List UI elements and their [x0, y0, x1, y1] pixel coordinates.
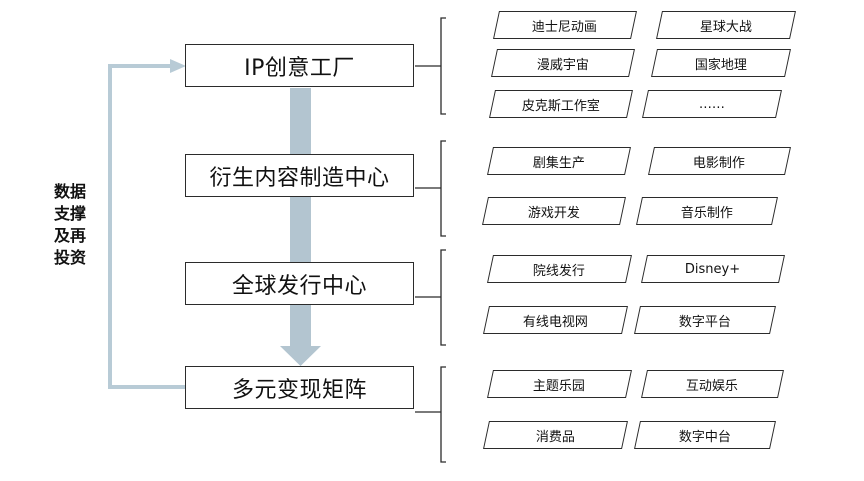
side-label: 数据 支撑 及再 投资 — [44, 181, 96, 269]
main-box-ip-factory: IP创意工厂 — [185, 44, 414, 87]
tag-item: 电影制作 — [648, 147, 791, 175]
tag-item: 迪士尼动画 — [493, 11, 637, 39]
tag-item: 有线电视网 — [483, 306, 628, 334]
tag-item: 皮克斯工作室 — [489, 90, 633, 118]
flow-arrow — [280, 88, 321, 366]
tag-item: Disney+ — [641, 255, 785, 283]
side-label-line: 及再 — [53, 226, 86, 245]
tag-item: 数字平台 — [634, 306, 776, 334]
side-label-line: 数据 — [53, 182, 86, 201]
tag-item: …… — [642, 90, 782, 118]
feedback-loop-line — [108, 64, 185, 389]
side-label-line: 支撑 — [53, 204, 86, 223]
tag-item: 主题乐园 — [487, 370, 632, 398]
tag-item: 游戏开发 — [482, 197, 626, 225]
tag-item: 漫威宇宙 — [491, 49, 635, 77]
side-label-line: 投资 — [53, 248, 86, 267]
bracket-distribution — [415, 249, 446, 346]
tag-item: 星球大战 — [656, 11, 796, 39]
tag-item: 国家地理 — [651, 49, 791, 77]
main-box-content-center: 衍生内容制造中心 — [185, 154, 414, 197]
feedback-arrowhead — [170, 59, 186, 73]
tag-item: 数字中台 — [634, 421, 776, 449]
tag-item: 院线发行 — [487, 255, 632, 283]
tag-item: 剧集生产 — [487, 147, 631, 175]
bracket-content — [415, 140, 446, 237]
bracket-ip — [415, 17, 446, 115]
tag-item: 互动娱乐 — [641, 370, 784, 398]
tag-item: 消费品 — [483, 421, 628, 449]
main-box-distribution-center: 全球发行中心 — [185, 262, 414, 305]
main-box-monetization: 多元变现矩阵 — [185, 366, 414, 409]
tag-item: 音乐制作 — [636, 197, 778, 225]
bracket-monetization — [415, 366, 446, 463]
